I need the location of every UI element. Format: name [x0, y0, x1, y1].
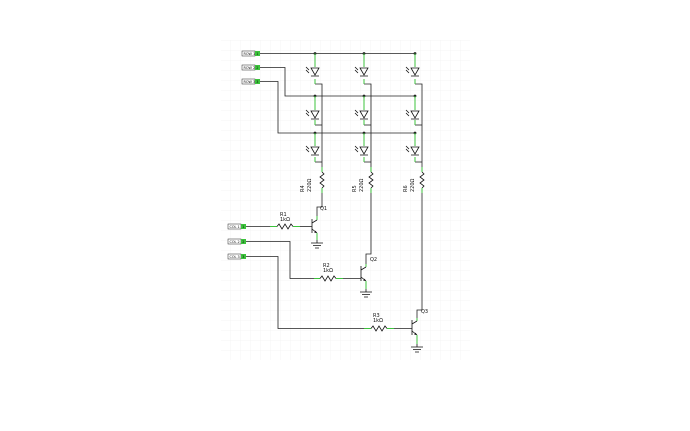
led-matrix	[305, 53, 420, 162]
col-port-1-label: COL 1	[230, 225, 240, 229]
resistor-r1-name: R1	[280, 212, 287, 218]
led-icon[interactable]	[354, 96, 369, 125]
led-icon[interactable]	[405, 96, 420, 125]
transistor-q2[interactable]: Q2	[360, 257, 377, 289]
row-port-2-pin: 2	[256, 66, 258, 70]
ground-icon	[311, 240, 323, 249]
ground-icon	[360, 289, 372, 298]
transistor-q3[interactable]: Q3	[411, 309, 428, 344]
col-port-2-pin: 2	[242, 240, 244, 244]
row-wires	[260, 52, 417, 135]
col-port-1[interactable]: COL 1 1	[227, 223, 246, 230]
col-port-2-label: COL 2	[230, 240, 240, 244]
led-icon[interactable]	[405, 53, 420, 85]
led-icon[interactable]	[354, 53, 369, 85]
row-port-1[interactable]: ROW 1 1	[241, 50, 260, 57]
col-port-1-pin: 1	[242, 225, 244, 229]
led-icon[interactable]	[354, 133, 369, 162]
row-port-3-label: ROW 3	[244, 80, 256, 84]
col-port-3[interactable]: COL 3 3	[227, 253, 246, 260]
resistor-r1-value: 1kΩ	[280, 217, 290, 223]
transistor-q3-label: Q3	[421, 309, 428, 315]
column-bus-wires	[315, 83, 423, 167]
resistor-r2[interactable]: R2 1kΩ	[246, 241, 361, 282]
resistor-r5[interactable]: R5 220Ω	[352, 167, 374, 193]
resistor-r1[interactable]: R1 1kΩ	[246, 212, 312, 230]
col-port-3-label: COL 3	[230, 255, 240, 259]
led-icon[interactable]	[305, 96, 320, 125]
resistor-r4-value: 220Ω	[307, 178, 313, 192]
resistor-r5-name: R5	[352, 185, 358, 192]
led-icon[interactable]	[305, 133, 320, 162]
col-port-2[interactable]: COL 2 2	[227, 238, 246, 245]
resistor-r2-name: R2	[323, 263, 330, 269]
resistor-r6[interactable]: R6 220Ω	[403, 167, 425, 193]
row-port-3-pin: 3	[256, 80, 258, 84]
transistor-q1[interactable]: Q1	[311, 206, 327, 240]
grid-background	[221, 40, 470, 360]
resistor-r4[interactable]: R4 220Ω	[300, 167, 325, 193]
resistor-r3-value: 1kΩ	[373, 318, 383, 324]
row-port-1-label: ROW 1	[244, 52, 256, 56]
led-icon[interactable]	[405, 133, 420, 162]
transistor-q2-label: Q2	[370, 257, 377, 263]
resistor-r6-name: R6	[403, 185, 409, 192]
resistor-r5-value: 220Ω	[359, 178, 365, 192]
resistor-r3-name: R3	[373, 313, 380, 319]
collector-wires	[316, 193, 423, 318]
ground-icon	[411, 344, 423, 353]
row-port-2-label: ROW 2	[244, 66, 256, 70]
row-port-3[interactable]: ROW 3 3	[241, 78, 260, 85]
led-icon[interactable]	[305, 53, 320, 85]
col-port-3-pin: 3	[242, 255, 244, 259]
resistor-r2-value: 1kΩ	[323, 268, 333, 274]
resistor-r4-name: R4	[300, 185, 306, 192]
resistor-r6-value: 220Ω	[410, 178, 416, 192]
row-port-1-pin: 1	[256, 52, 258, 56]
row-port-2[interactable]: ROW 2 2	[241, 64, 260, 71]
transistor-q1-label: Q1	[320, 206, 327, 212]
resistor-r3[interactable]: R3 1kΩ	[246, 256, 412, 332]
